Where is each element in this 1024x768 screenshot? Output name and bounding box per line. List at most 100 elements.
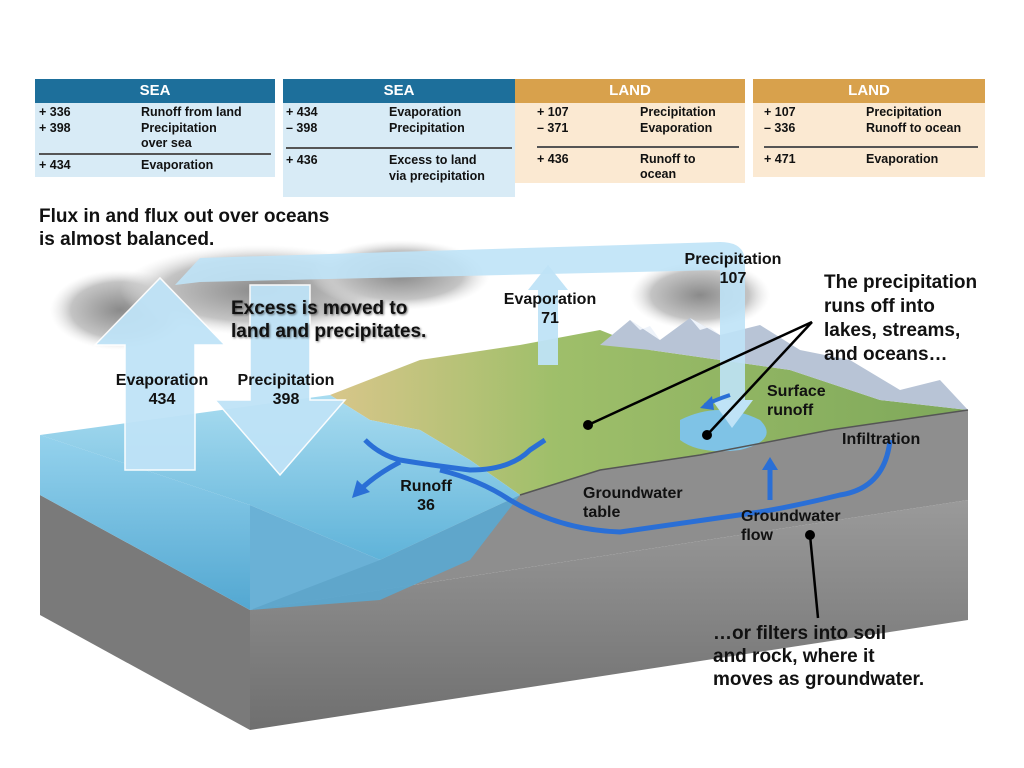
value: + 436 xyxy=(537,152,569,166)
rock-front xyxy=(40,495,250,730)
label-text: Surface xyxy=(767,383,826,400)
label: Excess to land xyxy=(389,153,477,167)
label: Evaporation xyxy=(640,121,713,135)
table-sea-1: SEA + 336 Runoff from land + 398 Precipi… xyxy=(35,79,275,177)
label-groundwater-table: Groundwater table xyxy=(583,484,683,522)
label-text: flow xyxy=(741,527,773,544)
label-value: 71 xyxy=(541,310,559,327)
lake xyxy=(680,410,767,452)
caption-line: Excess is moved to xyxy=(231,298,408,319)
label-value: 107 xyxy=(719,270,747,287)
label-text: Evaporation xyxy=(503,291,597,308)
label-precipitation-sea: Precipitation 398 xyxy=(222,371,350,409)
label: ocean xyxy=(640,167,677,181)
caption-filters: …or filters into soil and rock, where it… xyxy=(713,622,924,691)
sea-side xyxy=(250,495,520,610)
label-surface-runoff: Surface runoff xyxy=(767,382,826,420)
value: + 107 xyxy=(764,105,796,119)
label: Runoff from land xyxy=(141,105,242,119)
table-header: SEA xyxy=(35,79,275,103)
rock-side xyxy=(250,500,968,730)
value: + 434 xyxy=(39,158,71,172)
label: Runoff to xyxy=(640,152,696,166)
label: Precipitation xyxy=(389,121,465,135)
divider xyxy=(537,146,739,148)
caption-line: and rock, where it xyxy=(713,646,875,667)
caption-line: runs off into xyxy=(824,296,935,317)
label: via precipitation xyxy=(389,169,485,183)
arrow-evaporation-land xyxy=(528,265,568,365)
arrow-precipitation-land xyxy=(712,400,753,428)
label: Runoff to ocean xyxy=(866,121,962,135)
runoff-river xyxy=(363,437,547,473)
label: Evaporation xyxy=(389,105,462,119)
label-text: Groundwater xyxy=(741,508,841,525)
groundwater-table xyxy=(519,409,969,496)
callout-lines xyxy=(587,320,820,619)
label: Precipitation xyxy=(141,121,217,135)
caption-excess: Excess is moved to land and precipitates… xyxy=(231,297,426,343)
caption-line: moves as groundwater. xyxy=(713,669,925,690)
value: – 371 xyxy=(537,121,569,135)
value: – 398 xyxy=(286,121,318,135)
table-land-1: LAND + 107 Precipitation – 371 Evaporati… xyxy=(515,79,745,183)
label-text: Infiltration xyxy=(842,431,921,448)
label-precipitation-land: Precipitation 107 xyxy=(670,250,796,288)
label: Precipitation xyxy=(866,105,942,119)
label-value: 36 xyxy=(417,497,435,514)
label-infiltration: Infiltration xyxy=(842,430,920,449)
value: – 336 xyxy=(764,121,796,135)
caption-line: land and precipitates. xyxy=(231,321,427,342)
caption-flux-balanced: Flux in and flux out over oceans is almo… xyxy=(39,205,329,251)
value: + 107 xyxy=(537,105,569,119)
caption-runs-off: The precipitation runs off into lakes, s… xyxy=(824,271,977,367)
caption-line: The precipitation xyxy=(824,272,978,293)
label-text: Runoff xyxy=(400,478,452,495)
label-text: Groundwater xyxy=(583,485,683,502)
caption-line: and oceans… xyxy=(824,344,948,365)
arrow-precipitation-sea xyxy=(213,284,347,477)
table-land-2: LAND + 107 Precipitation – 336 Runoff to… xyxy=(753,79,985,177)
label-evaporation-sea: Evaporation 434 xyxy=(100,371,224,409)
callout-dot-lake xyxy=(702,430,712,440)
callout-dot-stream xyxy=(583,420,593,430)
value: + 398 xyxy=(39,121,71,135)
label-text: table xyxy=(583,504,621,521)
value: + 436 xyxy=(286,153,318,167)
mountains xyxy=(600,318,968,410)
value: + 336 xyxy=(39,105,71,119)
label: Evaporation xyxy=(866,152,939,166)
groundwater-flow xyxy=(439,439,893,535)
label-text: Precipitation xyxy=(684,251,782,268)
table-header: LAND xyxy=(753,79,985,103)
arrow-excess-to-land xyxy=(175,242,745,400)
value: + 471 xyxy=(764,152,796,166)
caption-line: lakes, streams, xyxy=(824,320,961,341)
label: Precipitation xyxy=(640,105,716,119)
sea-front xyxy=(40,435,250,610)
label-text: runoff xyxy=(767,402,814,419)
table-header: SEA xyxy=(283,79,515,103)
caption-line: Flux in and flux out over oceans xyxy=(39,206,330,227)
caption-line: …or filters into soil xyxy=(713,623,887,644)
label-value: 434 xyxy=(148,391,176,408)
land-surface xyxy=(330,330,968,495)
label-runoff: Runoff 36 xyxy=(388,477,464,515)
arrow-evaporation-sea xyxy=(93,276,227,471)
label-text: Evaporation xyxy=(115,372,209,389)
table-sea-2: SEA + 434 Evaporation – 398 Precipitatio… xyxy=(283,79,515,197)
divider xyxy=(286,147,512,149)
label-text: Precipitation xyxy=(237,372,335,389)
divider xyxy=(764,146,978,148)
label-evaporation-land: Evaporation 71 xyxy=(490,290,610,328)
label: over sea xyxy=(141,136,192,150)
label-groundwater-flow: Groundwater flow xyxy=(741,507,841,545)
value: + 434 xyxy=(286,105,318,119)
callout-dot-groundwater xyxy=(805,530,815,540)
divider xyxy=(39,153,271,155)
label: Evaporation xyxy=(141,158,214,172)
label-value: 398 xyxy=(272,391,300,408)
caption-line: is almost balanced. xyxy=(39,229,215,250)
table-header: LAND xyxy=(515,79,745,103)
